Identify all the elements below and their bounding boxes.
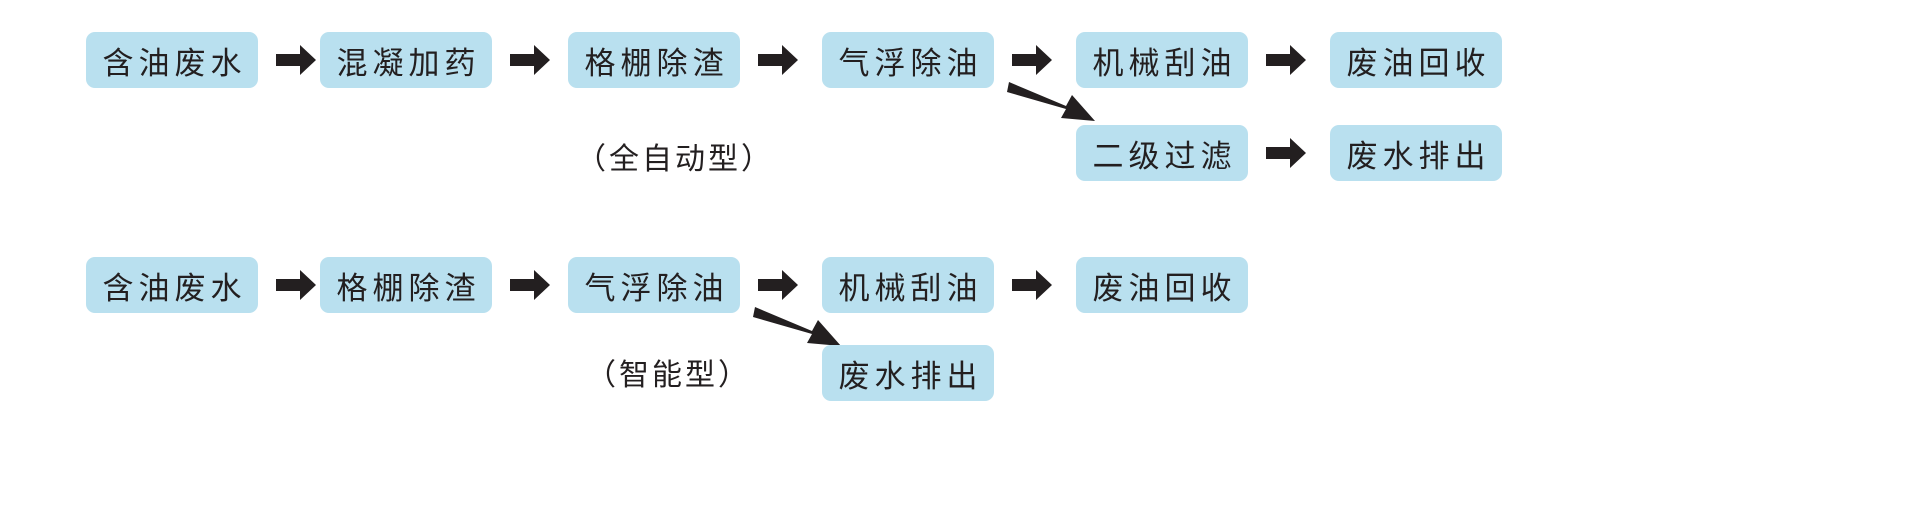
- node-r2-wastewater-discharge[interactable]: 废水排出: [822, 345, 994, 401]
- arrow-right-icon: [1010, 263, 1054, 307]
- arrow-right-icon: [274, 263, 318, 307]
- caption-intelligent: （智能型）: [586, 359, 751, 392]
- node-r1-secondary-filtration[interactable]: 二级过滤: [1076, 125, 1248, 181]
- node-r2-mechanical-oil-scraping[interactable]: 机械刮油: [822, 257, 994, 313]
- arrow-branch-down-right-icon: [752, 303, 844, 349]
- arrow-right-icon: [756, 38, 800, 82]
- node-r1-grille-deslagging[interactable]: 格棚除渣: [568, 32, 740, 88]
- node-r2-waste-oil-recovery[interactable]: 废油回收: [1076, 257, 1248, 313]
- arrow-right-icon: [1010, 38, 1054, 82]
- node-r1-wastewater-discharge[interactable]: 废水排出: [1330, 125, 1502, 181]
- node-r1-air-flotation-deoiling[interactable]: 气浮除油: [822, 32, 994, 88]
- arrow-right-icon: [1264, 38, 1308, 82]
- arrow-right-icon: [508, 263, 552, 307]
- caption-fully-automatic: （全自动型）: [576, 143, 774, 176]
- node-r2-air-flotation-deoiling[interactable]: 气浮除油: [568, 257, 740, 313]
- node-r1-waste-oil-recovery[interactable]: 废油回收: [1330, 32, 1502, 88]
- node-r1-coagulant-dosing[interactable]: 混凝加药: [320, 32, 492, 88]
- node-r2-inflow[interactable]: 含油废水: [86, 257, 258, 313]
- node-r1-inflow[interactable]: 含油废水: [86, 32, 258, 88]
- arrow-right-icon: [274, 38, 318, 82]
- arrow-right-icon: [1264, 131, 1308, 175]
- arrow-branch-down-right-icon: [1006, 78, 1098, 124]
- arrow-right-icon: [508, 38, 552, 82]
- node-r2-grille-deslagging[interactable]: 格棚除渣: [320, 257, 492, 313]
- node-r1-mechanical-oil-scraping[interactable]: 机械刮油: [1076, 32, 1248, 88]
- arrow-right-icon: [756, 263, 800, 307]
